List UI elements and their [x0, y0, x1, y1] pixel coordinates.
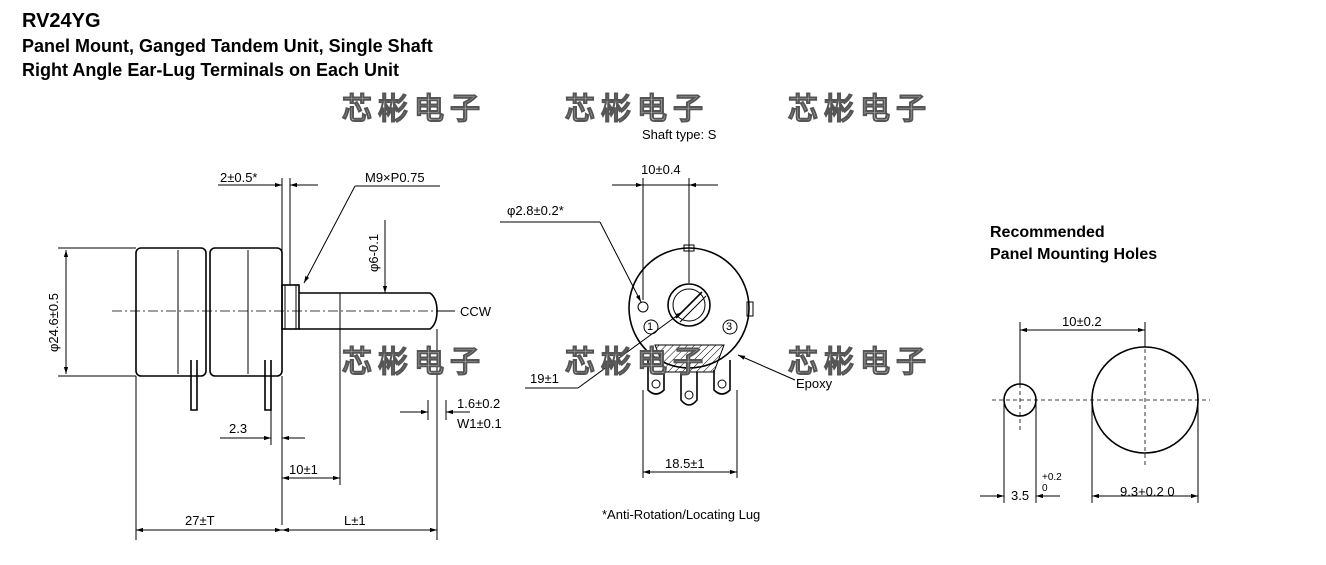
- epoxy-area: [654, 344, 725, 373]
- panel-holes-drawing: [980, 322, 1210, 503]
- terminal-3-marker: [722, 319, 738, 335]
- footnote: *Anti-Rotation/Locating Lug: [602, 507, 761, 522]
- subtitle-line-2: Right Angle Ear-Lug Terminals on Each Un…: [22, 60, 400, 80]
- terminal-lug-1: [190, 360, 198, 411]
- ccw-label: CCW: [460, 304, 492, 319]
- front-terminal-3: [713, 360, 731, 395]
- dim-shaft-dia-label: φ6-0.1: [366, 233, 381, 272]
- dim-thread-label: M9×P0.75: [365, 170, 425, 185]
- front-view-drawing: [500, 178, 796, 478]
- front-unit-body: [135, 247, 207, 377]
- dim-lug-dia-label: φ2.8±0.2*: [507, 203, 564, 218]
- dim-body-label: 27±T: [185, 513, 215, 528]
- locating-lug: [637, 301, 649, 313]
- dim-flat-width-label: W1±0.1: [457, 416, 502, 431]
- dim-bushing-label: 10±1: [289, 462, 318, 477]
- terminal-1-marker: [643, 319, 659, 335]
- front-terminal-2: [680, 372, 698, 406]
- dim-radius-label: 19±1: [530, 371, 559, 386]
- dim-hole-spacing-label: 10±0.2: [1062, 314, 1102, 329]
- dim-large-hole-label: 9.3+0.2 0: [1120, 484, 1175, 499]
- panel-holes-title-line-2: Panel Mounting Holes: [990, 246, 1158, 263]
- dim-small-hole-tol-label: +0.2 0: [1042, 472, 1062, 494]
- epoxy-label: Epoxy: [796, 376, 833, 391]
- shaft-inner: [672, 288, 706, 322]
- front-terminal-1: [647, 360, 665, 395]
- header: RV24YG Panel Mount, Ganged Tandem Unit, …: [22, 8, 433, 82]
- terminal-1-label: 1: [647, 321, 654, 333]
- dim-terminal-span-label: 18.5±1: [665, 456, 705, 471]
- dim-flat-depth-label: 1.6±0.2: [457, 396, 501, 411]
- shaft-type-label: Shaft type: S: [642, 127, 717, 142]
- dim-diameter-label: φ24.6±0.5: [46, 293, 61, 352]
- rear-unit-body: [209, 247, 283, 377]
- model-title: RV24YG: [22, 10, 101, 32]
- dim-nut-label: 2±0.5*: [220, 170, 258, 185]
- shaft-outer: [667, 283, 711, 327]
- dim-shaft-len-label: L±1: [344, 513, 366, 528]
- panel-holes-title: Recommended Panel Mounting Holes: [990, 222, 1157, 266]
- subtitle-line-1: Panel Mount, Ganged Tandem Unit, Single …: [22, 36, 433, 56]
- dim-small-hole-label: 3.5: [1011, 488, 1030, 503]
- side-view-drawing: [58, 178, 470, 540]
- terminal-lug-2: [264, 360, 272, 411]
- panel-holes-title-line-1: Recommended: [990, 224, 1105, 241]
- terminal-3-label: 3: [726, 321, 733, 333]
- dim-terminal-offset-label: 2.3: [229, 421, 248, 436]
- dim-lug-spacing-label: 10±0.4: [641, 162, 681, 177]
